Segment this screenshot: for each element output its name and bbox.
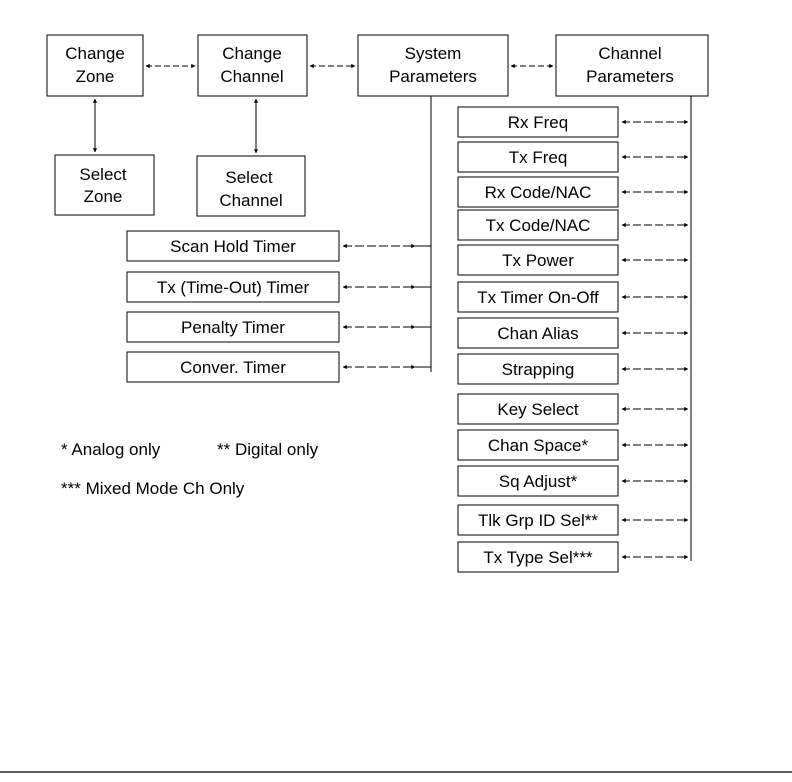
channel-parameters-label-2: Parameters xyxy=(586,67,674,86)
channel-item-label: Tx Freq xyxy=(509,148,568,167)
channel-item-label: Tx Timer On-Off xyxy=(477,288,599,307)
change-zone-label-2: Zone xyxy=(76,67,115,86)
channel-item: Chan Space* xyxy=(457,429,689,461)
change-channel-box: Change Channel xyxy=(197,34,308,97)
channel-item: Tx Type Sel*** xyxy=(457,541,689,573)
channel-item: Chan Alias xyxy=(457,317,689,349)
change-zone-label-1: Change xyxy=(65,44,125,63)
channel-item: Tlk Grp ID Sel** xyxy=(457,504,689,536)
channel-item: Rx Code/NAC xyxy=(457,176,689,208)
legend-analog: * Analog only xyxy=(61,440,161,459)
system-item: Penalty Timer xyxy=(126,311,431,343)
system-item: Scan Hold Timer xyxy=(126,230,431,262)
channel-item: Strapping xyxy=(457,353,689,385)
system-parameters-label-2: Parameters xyxy=(389,67,477,86)
channel-item-label: Tx Code/NAC xyxy=(486,216,591,235)
system-item-label: Penalty Timer xyxy=(181,318,285,337)
channel-item-label: Chan Space* xyxy=(488,436,589,455)
channel-item: Tx Timer On-Off xyxy=(457,281,689,313)
system-item-label: Scan Hold Timer xyxy=(170,237,296,256)
channel-item: Tx Power xyxy=(457,244,689,276)
system-item: Tx (Time-Out) Timer xyxy=(126,271,431,303)
channel-parameters-label-1: Channel xyxy=(598,44,661,63)
channel-item: Tx Freq xyxy=(457,141,689,173)
select-channel-label-2: Channel xyxy=(219,191,282,210)
system-item-label: Tx (Time-Out) Timer xyxy=(157,278,310,297)
system-parameters-box: System Parameters xyxy=(357,34,509,97)
channel-item-label: Tlk Grp ID Sel** xyxy=(478,511,598,530)
channel-item-label: Chan Alias xyxy=(497,324,578,343)
select-channel-label-1: Select xyxy=(225,168,273,187)
channel-parameters-box: Channel Parameters xyxy=(555,34,709,97)
channel-item: Tx Code/NAC xyxy=(457,209,689,241)
select-zone-box: Select Zone xyxy=(54,154,155,216)
channel-item: Sq Adjust* xyxy=(457,465,689,497)
legend-mixed: *** Mixed Mode Ch Only xyxy=(61,479,245,498)
system-parameters-label-1: System xyxy=(405,44,462,63)
channel-item-label: Tx Type Sel*** xyxy=(483,548,593,567)
channel-item-label: Sq Adjust* xyxy=(499,472,578,491)
channel-item: Key Select xyxy=(457,393,689,425)
change-channel-label-2: Channel xyxy=(220,67,283,86)
channel-item-label: Strapping xyxy=(502,360,575,379)
select-channel-box: Select Channel xyxy=(196,155,306,217)
select-zone-label-2: Zone xyxy=(84,187,123,206)
channel-item-label: Key Select xyxy=(497,400,579,419)
channel-item-label: Rx Code/NAC xyxy=(485,183,592,202)
change-channel-label-1: Change xyxy=(222,44,282,63)
select-zone-label-1: Select xyxy=(79,165,127,184)
system-item-label: Conver. Timer xyxy=(180,358,286,377)
legend-digital: ** Digital only xyxy=(217,440,319,459)
system-item: Conver. Timer xyxy=(126,351,431,383)
channel-item-label: Tx Power xyxy=(502,251,574,270)
channel-item: Rx Freq xyxy=(457,106,689,138)
channel-item-label: Rx Freq xyxy=(508,113,568,132)
change-zone-box: Change Zone xyxy=(46,34,144,97)
